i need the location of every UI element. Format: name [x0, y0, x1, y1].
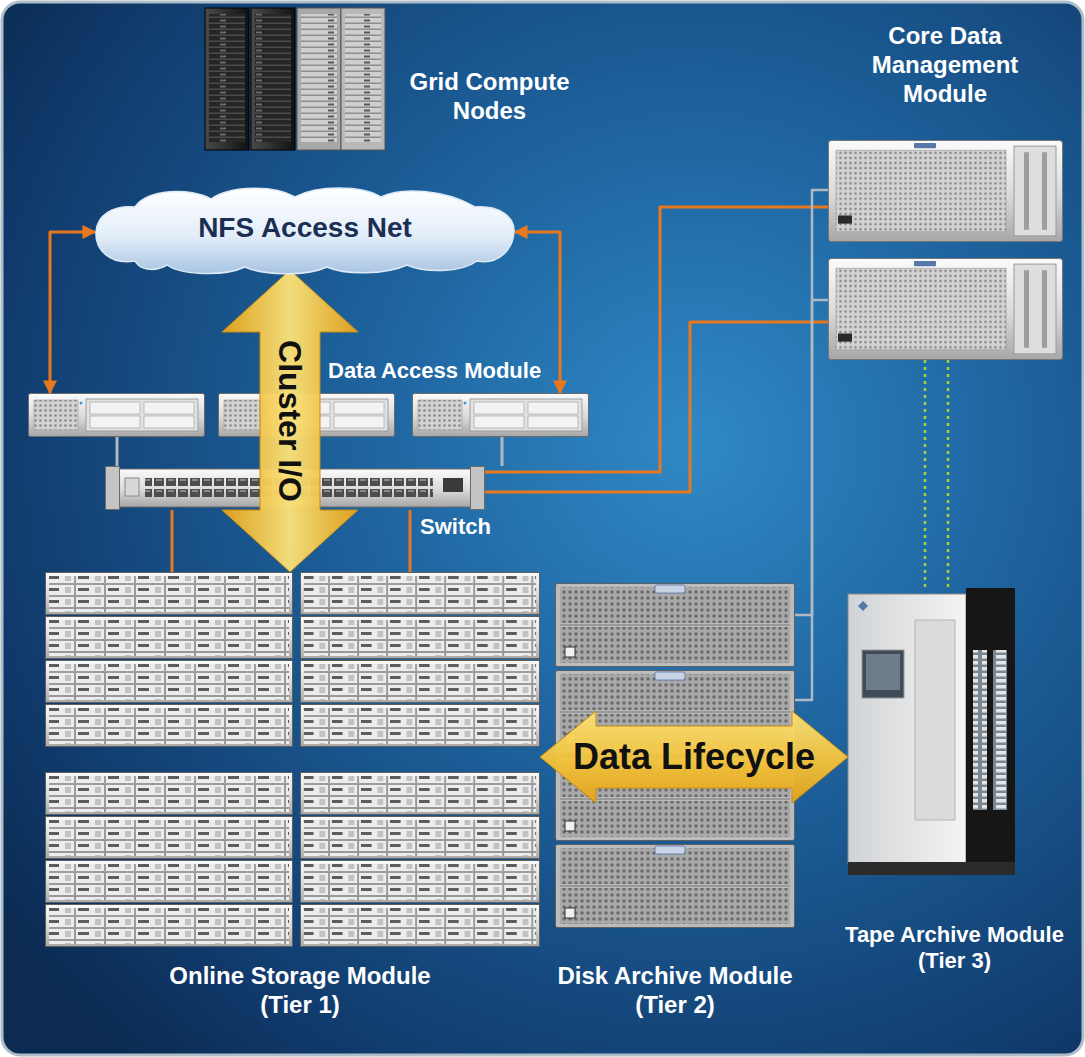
link-segment [501, 437, 504, 466]
module-label: Data Access Module [328, 358, 541, 384]
link-line [172, 510, 173, 572]
link-segment [947, 360, 950, 588]
server-module: Data Access Module [28, 393, 590, 437]
online-storage-units [46, 573, 540, 947]
link-segment [485, 322, 828, 492]
flow-arrow [222, 270, 358, 572]
link-line [948, 360, 949, 588]
module-label: Tape Archive Module (Tier 3) [837, 922, 1072, 975]
network-cloud: NFS Access Net [95, 185, 515, 270]
cloud-outline [96, 188, 514, 274]
module-label: Disk Archive Module (Tier 2) [545, 962, 805, 1020]
server-module: Core Data Management Module [828, 140, 1063, 360]
compute-rack: Grid Compute Nodes [205, 8, 385, 150]
flow-label: Cluster I/O [274, 340, 306, 502]
tape-library: Tape Archive Module (Tier 3) [848, 588, 1015, 875]
core-servers [829, 141, 1063, 360]
link-line [795, 190, 828, 700]
link-segment [50, 232, 95, 393]
link-segment [171, 510, 174, 572]
link-line [485, 322, 828, 492]
compute-racks [205, 8, 385, 150]
link-line [502, 437, 503, 466]
flow-label: Data Lifecycle [573, 739, 815, 775]
module-label: Grid Compute Nodes [402, 68, 577, 126]
network-label: NFS Access Net [198, 211, 412, 245]
module-label: Core Data Management Module [865, 22, 1025, 108]
link-segment [409, 510, 412, 572]
link-line [410, 510, 411, 572]
module-label: Online Storage Module (Tier 1) [155, 962, 445, 1020]
flow-arrow-shape [540, 711, 848, 803]
link-line [485, 207, 828, 472]
link-segment [795, 300, 828, 700]
flow-arrow [540, 711, 848, 803]
storage-module: Online Storage Module (Tier 1) [45, 572, 540, 948]
tape-library [848, 588, 1015, 875]
link-segment [116, 437, 119, 466]
link-segment [924, 360, 927, 588]
flow-arrow-shape [222, 270, 358, 572]
link-line [117, 437, 118, 466]
module-label: Switch [420, 514, 491, 540]
link-line [50, 232, 95, 393]
link-line [925, 360, 926, 588]
link-segment [485, 207, 828, 472]
